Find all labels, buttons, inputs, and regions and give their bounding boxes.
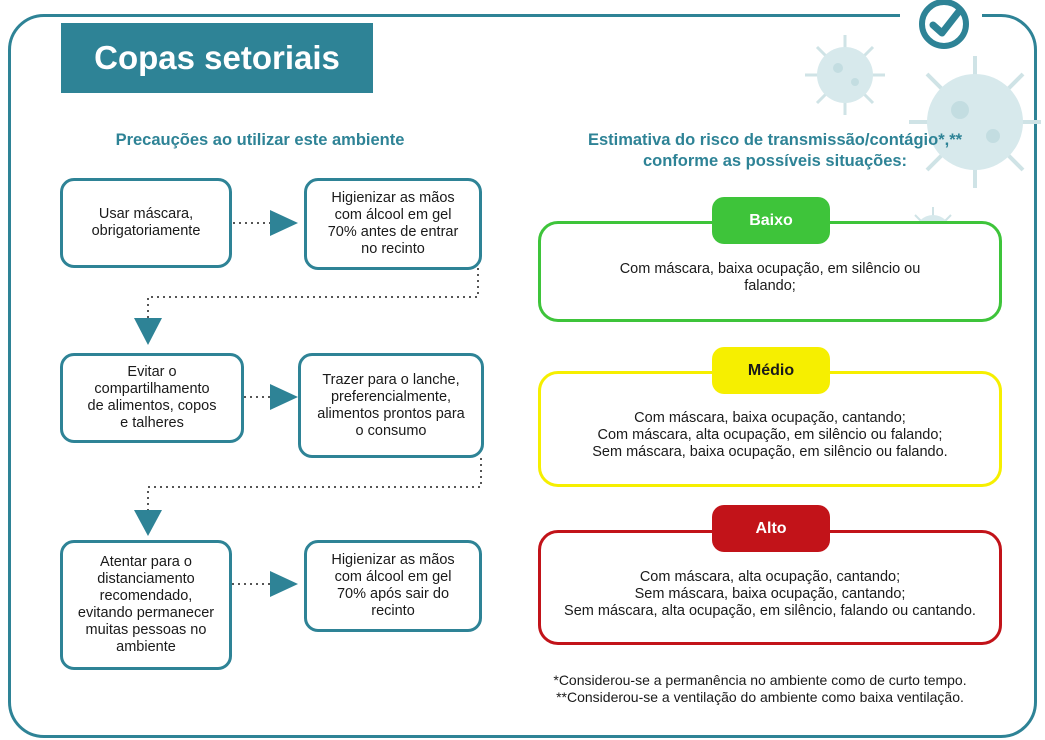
check-circle-icon	[919, 0, 969, 49]
risk-title: Estimativa do risco de transmissão/contá…	[587, 131, 963, 170]
precautions-title: Precauções ao utilizar este ambiente	[115, 131, 405, 149]
virus-icon	[805, 35, 885, 115]
footnotes: *Considerou-se a permanência no ambiente…	[553, 672, 967, 705]
precaution-step-1: Usar máscara, obrigatoriamente	[60, 178, 232, 268]
precaution-step-2: Higienizar as mãos com álcool em gel 70%…	[304, 178, 482, 270]
page-title: Copas setoriais	[61, 23, 373, 93]
risk-badge-high: Alto	[712, 505, 830, 552]
precaution-step-6: Higienizar as mãos com álcool em gel 70%…	[304, 540, 482, 632]
virus-icon	[909, 56, 1041, 188]
poster-frame	[8, 14, 1037, 738]
precaution-step-4: Trazer para o lanche, preferencialmente,…	[298, 353, 484, 458]
risk-box-medium: Com máscara, baixa ocupação, cantando; C…	[538, 371, 1002, 487]
risk-badge-medium: Médio	[712, 347, 830, 394]
risk-badge-low: Baixo	[712, 197, 830, 244]
risk-box-low: Com máscara, baixa ocupação, em silêncio…	[538, 221, 1002, 322]
precaution-step-3: Evitar o compartilhamento de alimentos, …	[60, 353, 244, 443]
precaution-step-5: Atentar para o distanciamento recomendad…	[60, 540, 232, 670]
